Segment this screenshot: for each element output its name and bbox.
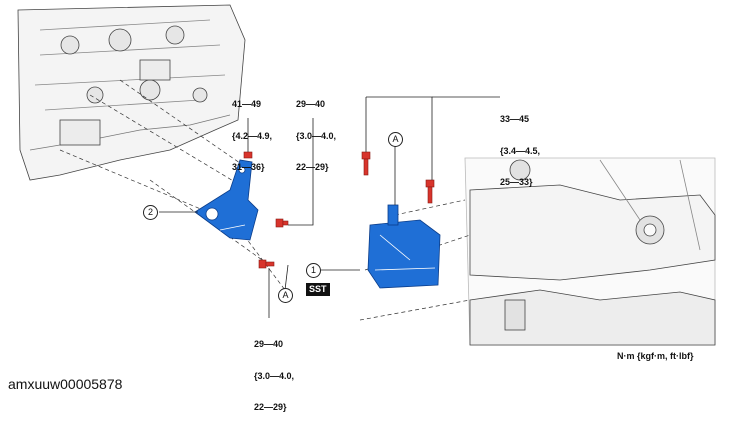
spec-line: 25—33} [500,177,533,187]
bolt-top-right-1 [361,151,371,176]
spec-line: {3.0—4.0, [254,370,295,381]
spec-line: 22—29} [254,402,287,412]
bolt-mid [275,218,289,228]
torque-spec-top-left: 41—49 {4.2—4.9, 31—36} [232,78,272,194]
bolt-bottom [258,259,275,269]
engine-block-illustration [17,4,246,181]
torque-units-label: N·m {kgf·m, ft·lbf} [617,351,694,361]
spec-line: 41—49 [232,99,262,109]
spec-line: 22—29} [296,162,329,172]
callout-part-2: 2 [143,205,158,220]
spec-line: {4.2—4.9, [232,130,273,141]
leader-lines [159,96,500,318]
diagram-drawing [17,4,716,346]
bolt-top-right-2 [425,179,435,204]
spec-line: 29—40 [296,99,326,109]
spec-line: {3.4—4.5, [500,145,541,156]
spec-line: 31—36} [232,162,265,172]
callout-view-a-bottom: A [278,288,293,303]
torque-spec-bottom: 29—40 {3.0—4.0, 22—29} [254,318,294,434]
spec-line: 33—45 [500,114,530,124]
engine-mount-bracket [194,159,259,241]
callout-part-1: 1 [306,263,321,278]
transaxle-mount [367,204,441,289]
sst-label: SST [306,283,330,296]
bolts [243,151,435,269]
spec-line: {3.0—4.0, [296,130,337,141]
diagram-stage: 41—49 {4.2—4.9, 31—36} 29—40 {3.0—4.0, 2… [8,4,716,412]
torque-spec-top-right: 33—45 {3.4—4.5, 25—33} [500,93,540,209]
callout-view-a-top: A [388,132,403,147]
subframe-illustration [464,157,716,346]
figure-id: amxuuw00005878 [8,376,123,392]
torque-spec-top-mid: 29—40 {3.0—4.0, 22—29} [296,78,336,194]
spec-line: 29—40 [254,339,284,349]
